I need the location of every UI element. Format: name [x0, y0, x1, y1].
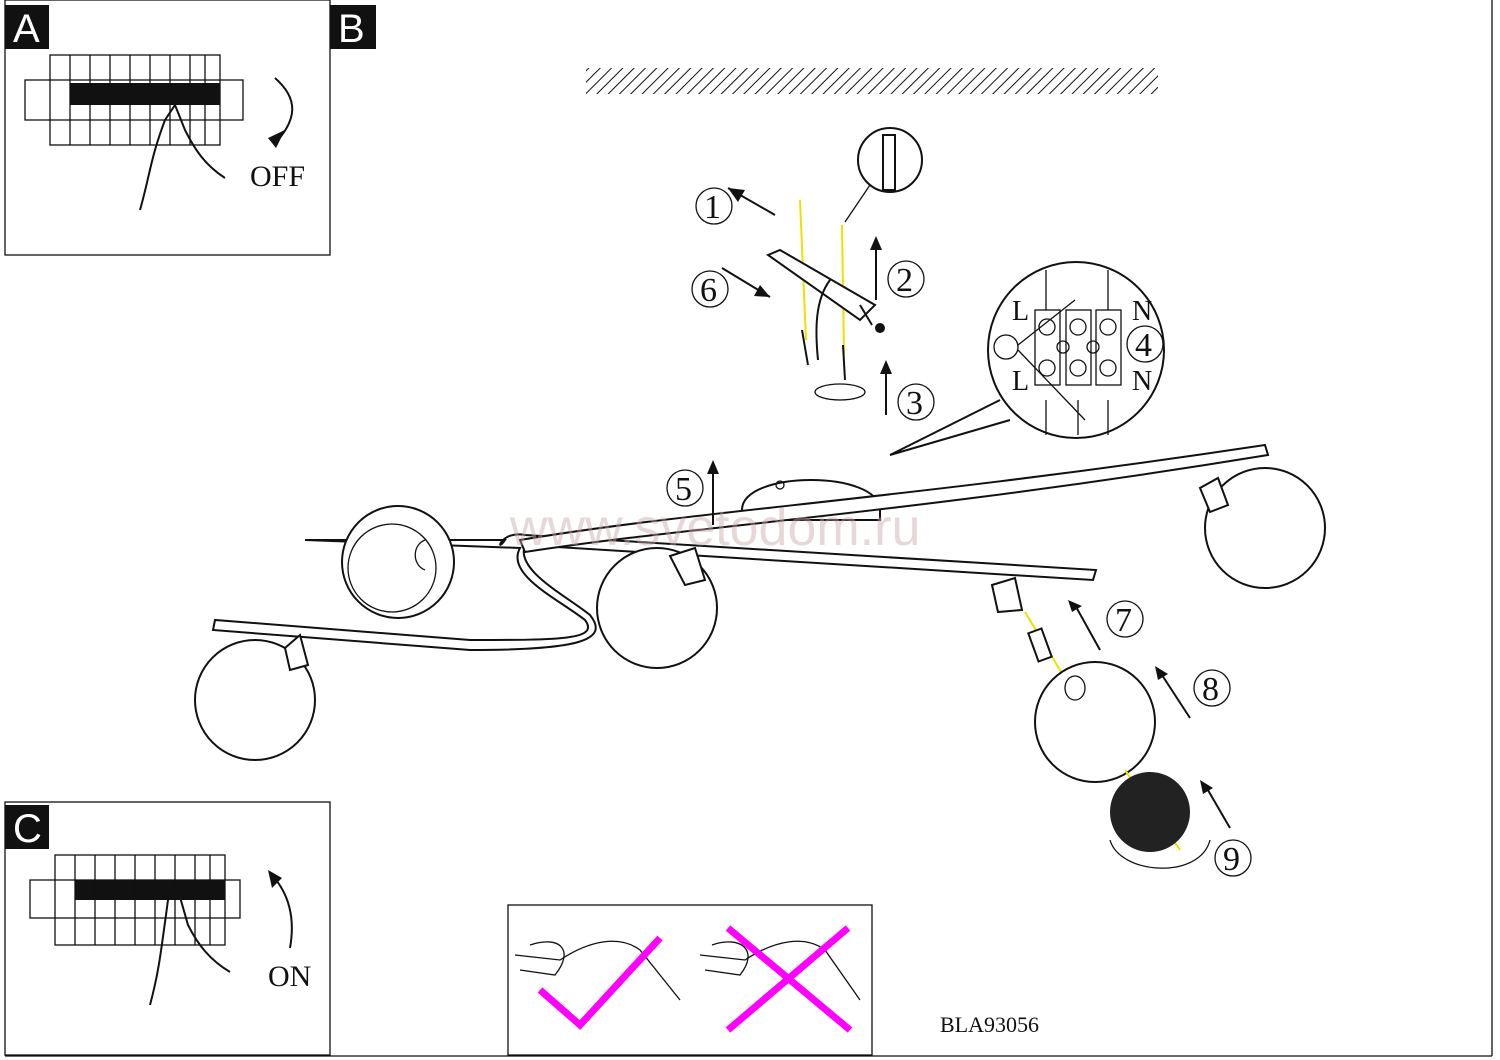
step-markers: 1 2 3 4 5 6 7 8 9 — [666, 187, 1252, 878]
breaker-panel-icon — [29, 854, 241, 1006]
ceiling-hatch — [586, 68, 1158, 94]
panel-c: C ON — [4, 801, 331, 1056]
panel-a-label-box — [5, 5, 49, 49]
step-2: 2 — [896, 262, 913, 299]
lamp-socket — [990, 576, 1024, 614]
panel-a: A OFF — [4, 0, 331, 256]
step-8: 8 — [1202, 671, 1219, 708]
bulb-g9 — [1027, 627, 1053, 663]
hand-with-cloth-icon — [514, 940, 681, 1001]
ground-icon — [993, 334, 1019, 360]
terminal-label-l-bottom: L — [1012, 366, 1029, 397]
step-5: 5 — [675, 471, 692, 508]
step-9: 9 — [1223, 841, 1240, 878]
globe-shade — [194, 639, 316, 761]
terminal-label-n-bottom: N — [1132, 366, 1152, 397]
off-caption: OFF — [250, 160, 305, 193]
panel-c-label-box — [5, 805, 49, 849]
panel-c-label: C — [13, 807, 42, 851]
panel-b-label: B — [338, 7, 365, 51]
arrow-up-icon — [271, 874, 293, 949]
globe-shade — [341, 505, 455, 619]
correct-checkmark-icon — [537, 935, 663, 1030]
globe-shade — [1204, 467, 1326, 589]
step-6: 6 — [700, 272, 717, 309]
step-4: 4 — [1135, 327, 1152, 364]
lamp-arm-left — [211, 533, 1098, 652]
bulb-handling-panel — [507, 904, 873, 1056]
globe-shade-detached — [1034, 661, 1156, 783]
yarn-ball-cover — [1110, 772, 1190, 852]
model-code: BLA93056 — [940, 1012, 1039, 1037]
panel-a-label: A — [13, 7, 40, 51]
breaker-panel-icon — [24, 54, 244, 211]
hand-icon — [139, 102, 226, 211]
on-caption: ON — [268, 960, 311, 993]
step-7: 7 — [1115, 602, 1132, 639]
step-1: 1 — [704, 189, 721, 226]
terminal-label-l-top: L — [1012, 296, 1029, 327]
ceiling-lamp — [194, 443, 1326, 869]
terminal-label-n-top: N — [1132, 296, 1152, 327]
panel-b-label-box — [330, 5, 376, 49]
hand-icon — [149, 888, 231, 1006]
terminal-block-detail: L N L N — [889, 261, 1165, 456]
mounting-bracket — [765, 127, 923, 401]
watermark: www.svetodom.ru — [509, 499, 920, 557]
step-3: 3 — [906, 385, 923, 422]
